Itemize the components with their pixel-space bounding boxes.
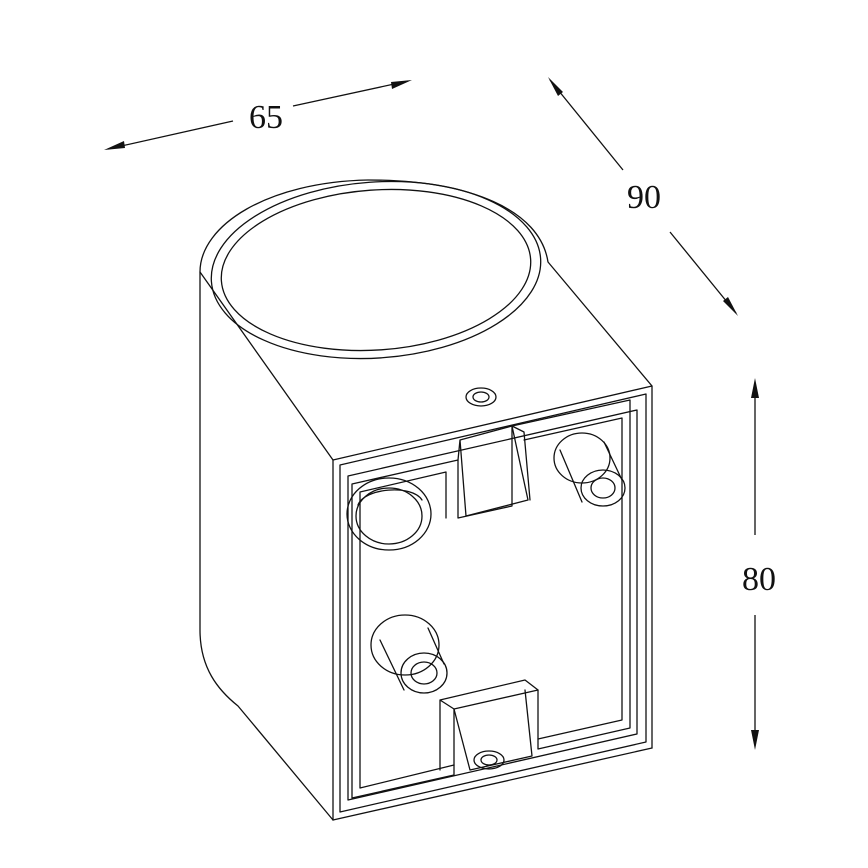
- dimension-depth-label: 90: [627, 179, 661, 216]
- top-notch-block: [457, 425, 531, 517]
- standoff-upper-right-top: [580, 469, 626, 507]
- standoff-upper-right-base: [553, 432, 611, 484]
- front-rim-1: [339, 393, 647, 813]
- left-hole-bore: [357, 489, 423, 506]
- standoff-upper-right: [553, 432, 626, 507]
- dimension-height-arrow-bottom: [751, 730, 759, 750]
- dimension-depth: 90: [548, 77, 738, 316]
- dimension-height-label: 80: [742, 561, 776, 598]
- bottom-screw-hole-outer: [473, 750, 505, 770]
- top-screw-hole-inner: [472, 391, 490, 403]
- dimension-height: 80: [742, 378, 776, 750]
- standoff-lower-left-base: [370, 614, 440, 676]
- bottom-notch-block: [439, 679, 539, 771]
- standoff-lower-left-hole: [410, 661, 438, 685]
- cavity-wall-inner: [359, 417, 623, 789]
- bottom-screw-hole-inner: [480, 754, 498, 766]
- top-ring-inner: [220, 188, 532, 352]
- top-screw-hole-outer: [465, 387, 497, 407]
- standoff-upper-right-shaft: [559, 441, 623, 503]
- standoff-lower-left: [370, 614, 448, 694]
- box-left-silhouette: [199, 271, 334, 821]
- left-hole-outer: [346, 477, 432, 551]
- dimension-width-arrow-left: [104, 141, 125, 150]
- left-hole-inner: [355, 487, 423, 545]
- box-top-outline: [199, 179, 653, 461]
- standoff-upper-right-hole: [590, 477, 616, 499]
- standoff-lower-left-top: [400, 652, 448, 694]
- standoff-lower-left-shaft: [379, 627, 445, 691]
- dimension-height-arrow-top: [751, 378, 759, 398]
- top-ring-outer: [210, 180, 542, 360]
- cavity-wall: [351, 399, 631, 799]
- box-bottom-edge: [332, 747, 653, 821]
- front-rim-2: [347, 409, 638, 801]
- dimension-depth-arrow-top: [548, 77, 563, 96]
- dimension-depth-line-top: [549, 79, 624, 171]
- dimension-width-label: 65: [249, 99, 283, 136]
- dimension-width: 65: [104, 80, 412, 150]
- dimension-width-line-right: [292, 80, 409, 107]
- dimension-width-line-left: [107, 120, 234, 150]
- dimension-depth-arrow-bottom: [723, 297, 738, 316]
- mounting-box-body: [199, 179, 653, 821]
- dimension-width-arrow-right: [391, 80, 412, 89]
